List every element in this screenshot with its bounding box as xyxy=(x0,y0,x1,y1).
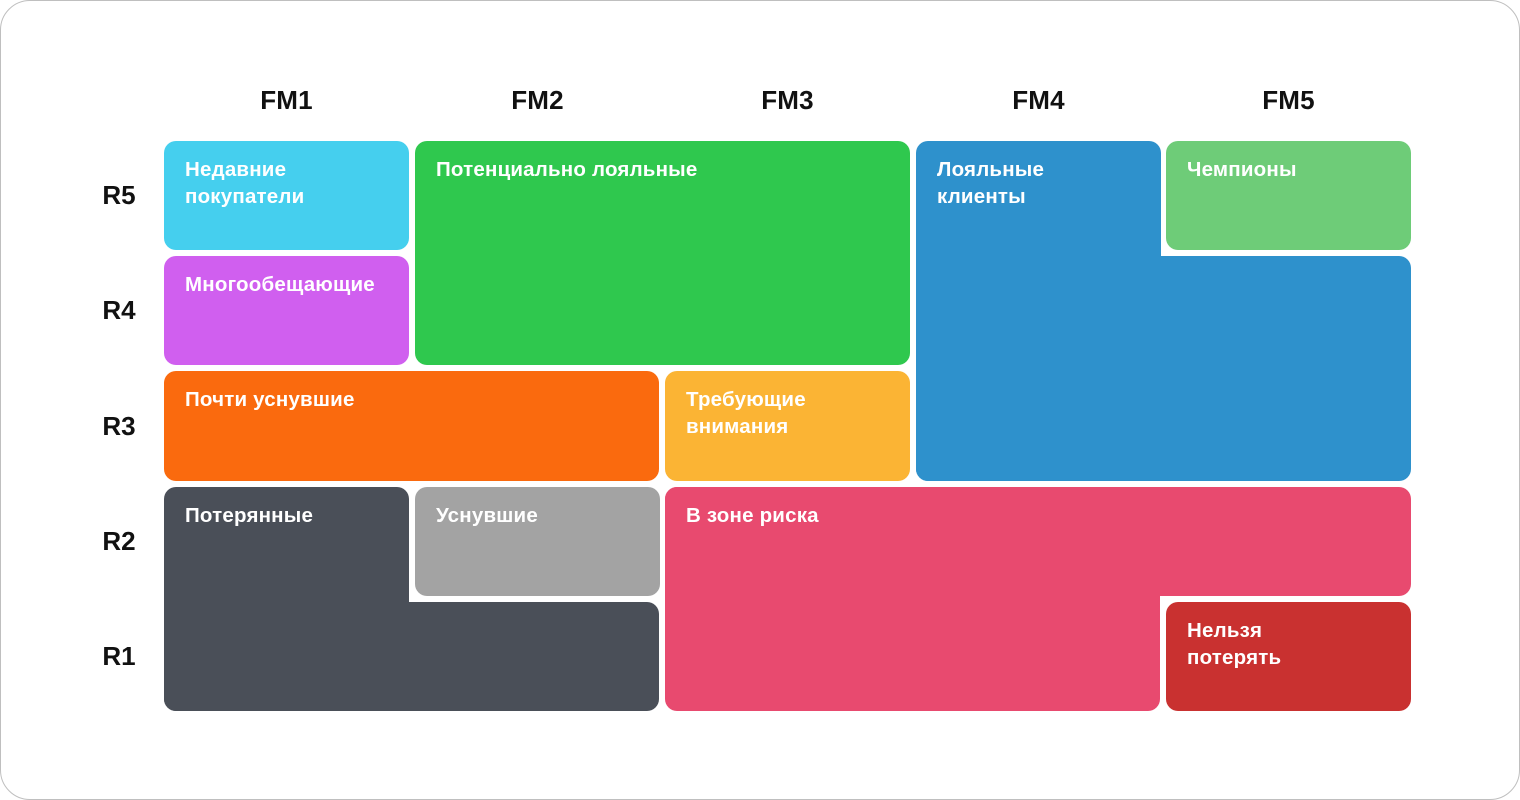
segment-potentially-loyal[interactable]: Потенциально лояльные xyxy=(415,141,910,365)
row-header-r1: R1 xyxy=(102,641,136,671)
segment-label: Чемпионы xyxy=(1187,158,1297,181)
segment-hibernating[interactable]: Уснувшие xyxy=(415,487,660,596)
segment-label: Недавние покупатели xyxy=(185,158,305,209)
segment-champions[interactable]: Чемпионы xyxy=(1166,141,1411,250)
segment-label: Потенциально лояльные xyxy=(436,158,698,181)
column-header-fm4: FM4 xyxy=(1012,85,1065,115)
segment-recent-buyers[interactable]: Недавние покупатели xyxy=(164,141,409,250)
row-header-r3: R3 xyxy=(102,411,136,441)
segment-label: Нельзя потерять xyxy=(1187,619,1282,670)
column-header-fm2: FM2 xyxy=(511,85,564,115)
row-header-r5: R5 xyxy=(102,180,136,210)
segment-label: Многообещающие xyxy=(185,273,375,296)
column-header-fm1: FM1 xyxy=(260,85,313,115)
row-header-r4: R4 xyxy=(102,295,136,325)
segment-label: Лояльные клиенты xyxy=(937,158,1045,209)
column-header-fm5: FM5 xyxy=(1262,85,1315,115)
segment-need-attention[interactable]: Требующие внимания xyxy=(665,371,910,481)
segment-about-to-sleep[interactable]: Почти уснувшие xyxy=(164,371,659,481)
row-header-r2: R2 xyxy=(102,526,136,556)
segment-promising[interactable]: Многообещающие xyxy=(164,256,409,365)
segment-label: Требующие внимания xyxy=(686,388,806,439)
segment-lost[interactable]: Потерянные xyxy=(164,487,409,711)
segment-label: Потерянные xyxy=(185,504,314,527)
segment-cant-lose[interactable]: Нельзя потерять xyxy=(1166,602,1411,711)
segment-loyal-customers[interactable]: Лояльные клиенты xyxy=(916,141,1161,481)
column-header-fm3: FM3 xyxy=(761,85,814,115)
segment-label: В зоне риска xyxy=(686,504,819,527)
segment-label: Почти уснувшие xyxy=(185,388,355,411)
segment-at-risk[interactable]: В зоне риска xyxy=(665,487,1411,596)
segment-label: Уснувшие xyxy=(436,504,538,527)
